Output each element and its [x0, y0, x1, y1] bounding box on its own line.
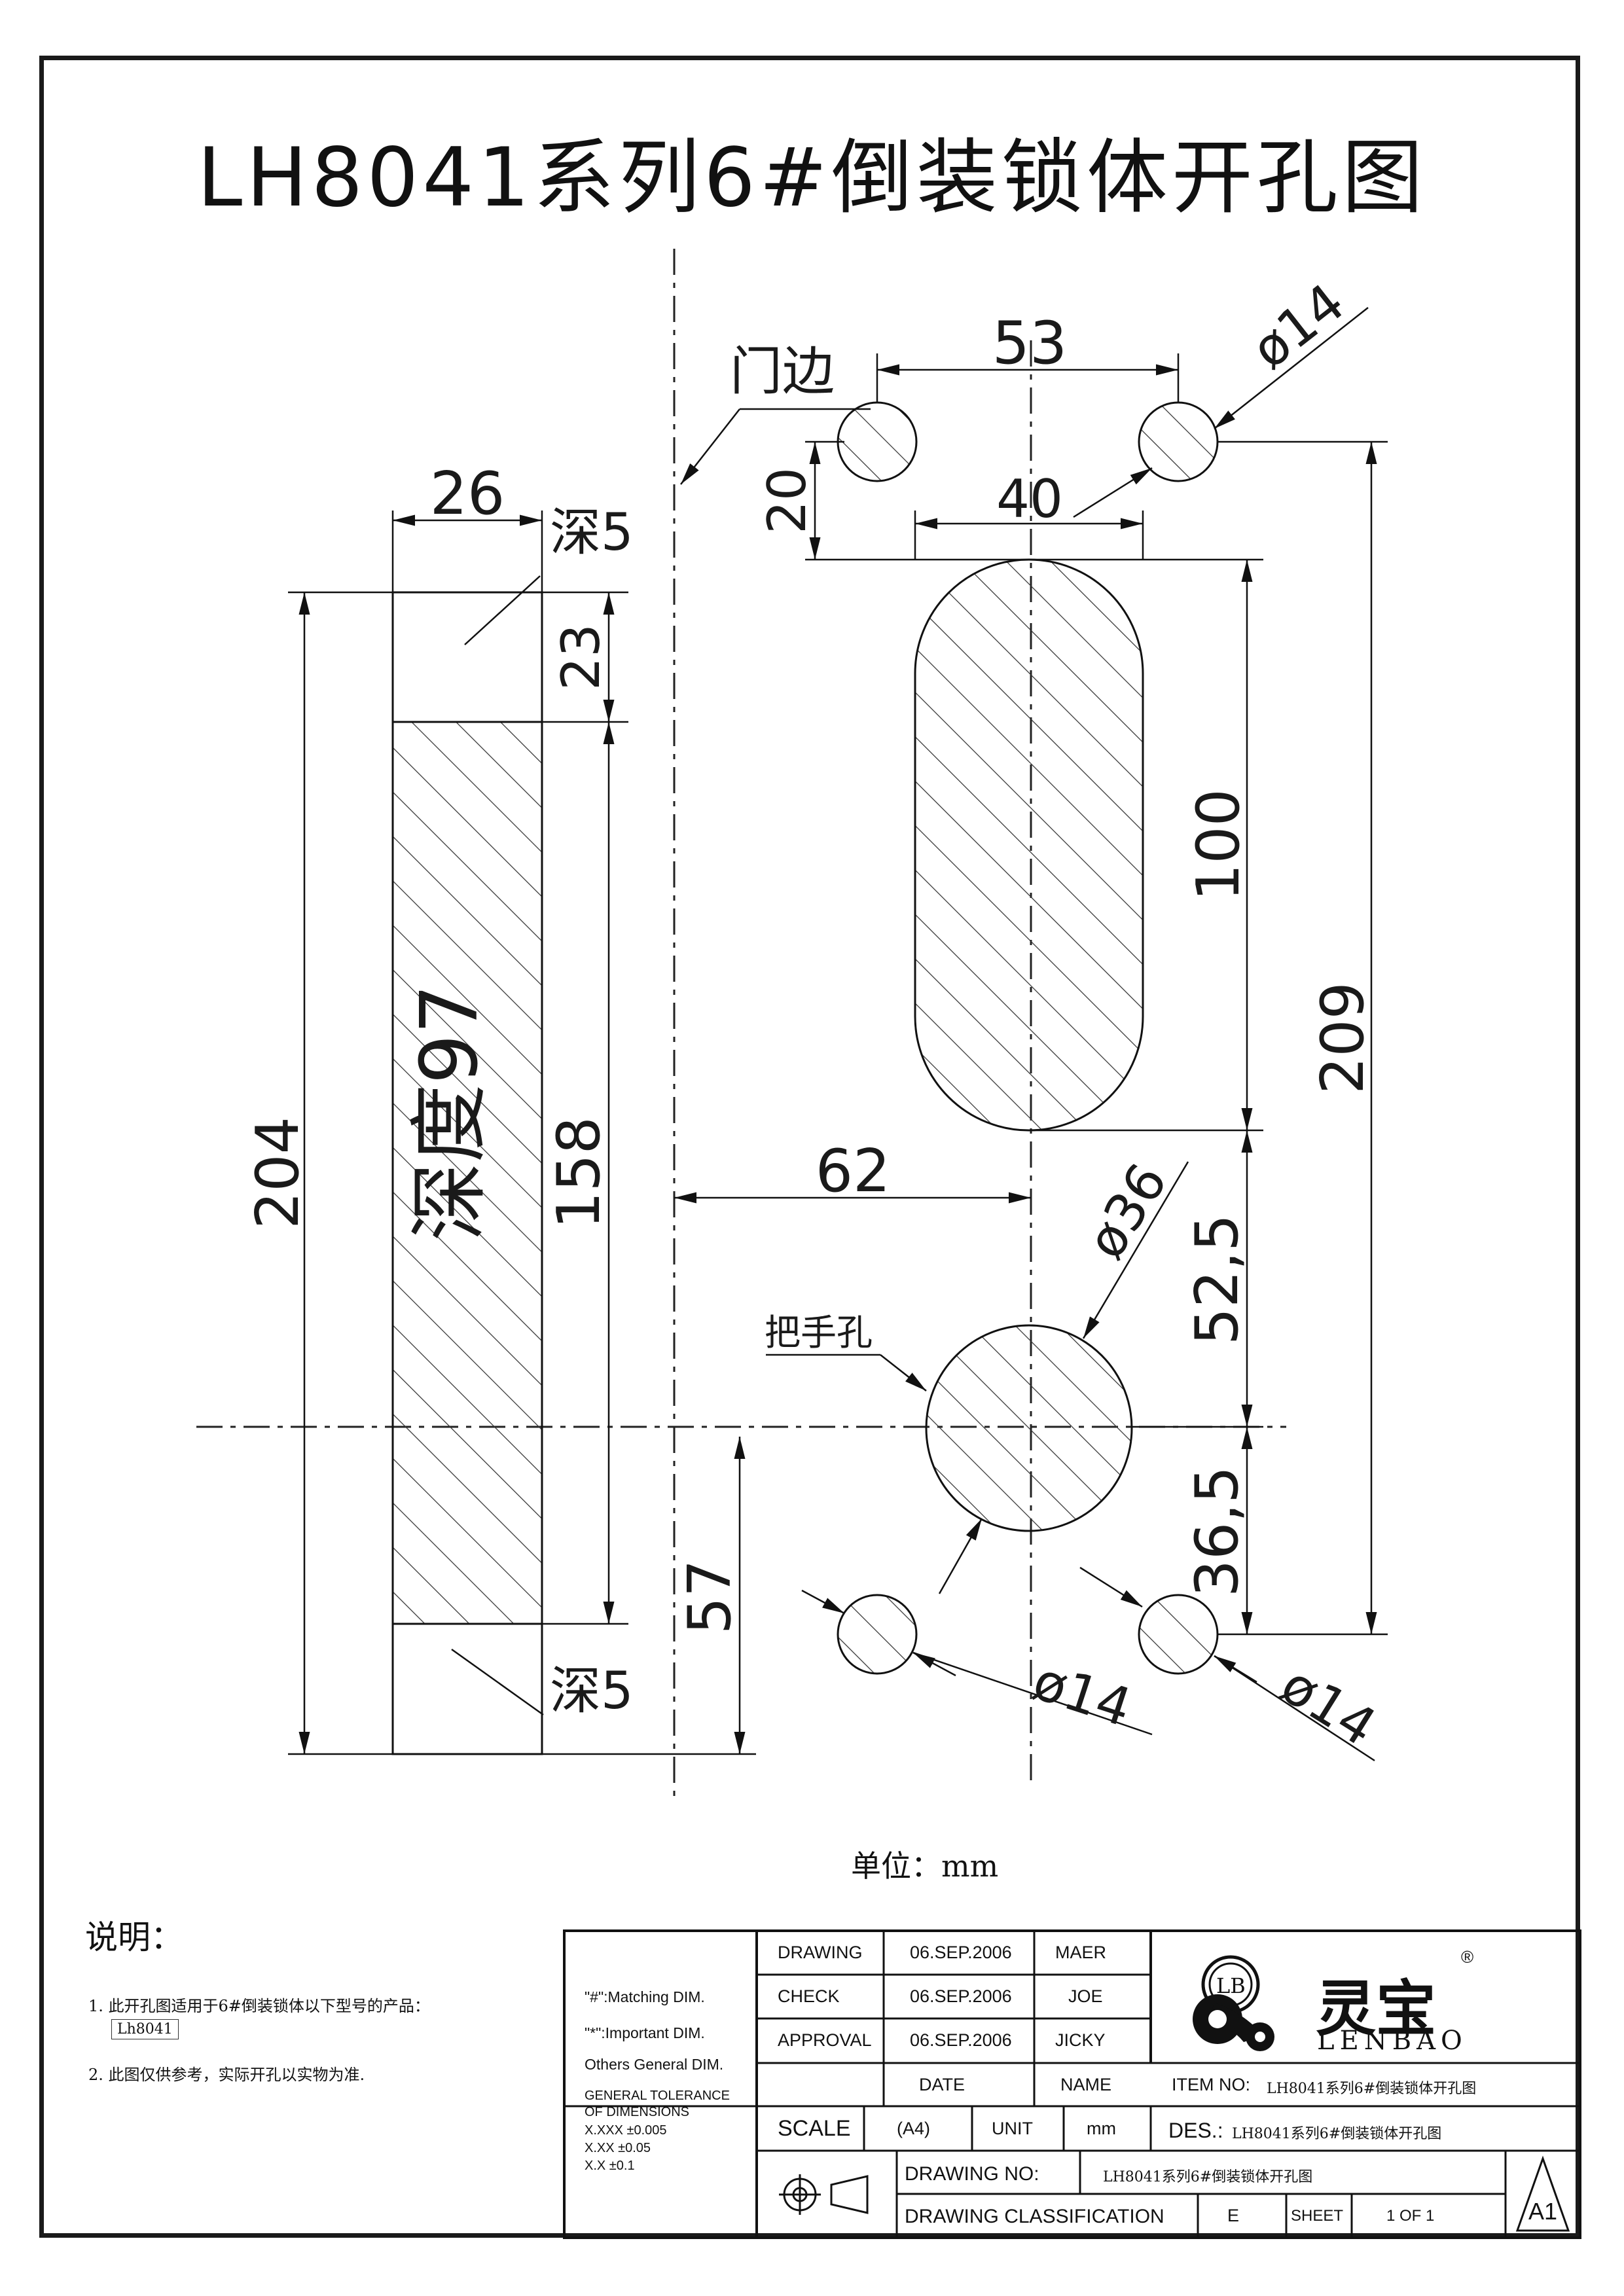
sheet-size-mark: A1 [1528, 2198, 1558, 2225]
row-check-name: JOE [1068, 1986, 1103, 2006]
dim-100: 100 [1184, 789, 1253, 901]
label-handle-hole: 把手孔 [765, 1312, 873, 1354]
dim-52-5: 52,5 [1183, 1214, 1252, 1345]
drawing-no-value: LH8041系列6#倒装锁体开孔图 [1103, 2169, 1313, 2185]
date-header: DATE [919, 2075, 965, 2094]
handle-hole [925, 1324, 1133, 1532]
screw-hole-bottom-right [1138, 1594, 1219, 1675]
tolerance-title-2: OF DIMENSIONS [585, 2105, 690, 2119]
screw-hole-bottom-left [837, 1594, 918, 1675]
row-approval-label: APPROVAL [778, 2030, 872, 2050]
row-approval-name: JICKY [1055, 2030, 1106, 2050]
label-door-edge: 门边 [730, 341, 835, 402]
drawing-no-label: DRAWING NO: [905, 2163, 1039, 2185]
annotation-labels: 门边 深5 深5 深度97 把手孔 [405, 341, 873, 1721]
dim-158: 158 [545, 1117, 613, 1229]
label-depth-bottom: 深5 [550, 1662, 634, 1721]
drawing-title: LH8041系列6#倒装锁体开孔图 [197, 131, 1427, 225]
mortise-pocket [391, 591, 543, 1755]
important-dim-note: "*":Important DIM. [585, 2024, 705, 2041]
note-item-1: 1. 此开孔图适用于6#倒装锁体以下型号的产品： [88, 1997, 430, 2015]
tolerance-title-1: GENERAL TOLERANCE [585, 2089, 730, 2103]
dim-204: 204 [244, 1117, 312, 1229]
dim-40: 40 [996, 469, 1063, 529]
unit-value: mm [1087, 2119, 1116, 2138]
row-approval-date: 06.SEP.2006 [910, 2030, 1012, 2050]
scale-label: SCALE [778, 2116, 851, 2141]
screw-holes [837, 401, 1219, 1675]
label-depth-top: 深5 [550, 503, 634, 562]
dim-62: 62 [816, 1137, 891, 1206]
row-drawing-name: MAER [1055, 1943, 1107, 1962]
row-drawing-label: DRAWING [778, 1943, 863, 1962]
label-depth-97: 深度97 [405, 984, 496, 1242]
tolerance-xx: X.XX ±0.05 [585, 2141, 651, 2155]
tolerance-x: X.X ±0.1 [585, 2159, 635, 2173]
matching-dim-note: "#":Matching DIM. [585, 1988, 705, 2005]
notes-title: 说明： [85, 1918, 183, 1956]
dimension-lines [298, 364, 1377, 1754]
unit-label: UNIT [992, 2119, 1033, 2138]
registered-mark: ® [1461, 1947, 1474, 1967]
dim-36-5: 36,5 [1183, 1466, 1252, 1597]
others-dim-note: Others General DIM. [585, 2056, 724, 2073]
tolerance-xxx: X.XXX ±0.005 [585, 2123, 667, 2138]
dim-57: 57 [676, 1560, 744, 1635]
sheet-value: 1 OF 1 [1386, 2207, 1435, 2225]
mortise-hatched-area [391, 721, 543, 1625]
note-item-2: 2. 此图仅供参考，实际开孔以实物为准. [88, 2066, 365, 2084]
classification-value: E [1227, 2206, 1240, 2225]
dim-23: 23 [550, 624, 611, 691]
logo-chinese-name: 灵宝 [1316, 1973, 1437, 2044]
row-check-label: CHECK [778, 1986, 840, 2006]
unit-note: 单位：mm [851, 1848, 999, 1884]
dim-53: 53 [992, 309, 1068, 378]
screw-hole-top-left [837, 401, 918, 482]
row-check-date: 06.SEP.2006 [910, 1986, 1012, 2006]
logo-english-name: LENBAO [1317, 2026, 1468, 2056]
logo-badge-text: LB [1216, 1973, 1246, 1998]
dim-dia36: ø36 [1075, 1153, 1179, 1269]
cylinder-slot [914, 558, 1144, 1132]
dim-209: 209 [1308, 982, 1377, 1094]
dim-26: 26 [430, 459, 505, 528]
dim-dia14-bottom-right: ø14 [1271, 1654, 1386, 1758]
dim-dia14-top: ø14 [1240, 272, 1356, 380]
des-label: DES.: [1168, 2119, 1223, 2142]
dim-dia14-bottom-left: ø14 [1026, 1650, 1138, 1738]
item-no-label: ITEM NO: [1172, 2075, 1250, 2094]
row-drawing-date: 06.SEP.2006 [910, 1943, 1012, 1962]
sheet-label: SHEET [1291, 2207, 1344, 2225]
des-value: LH8041系列6#倒装锁体开孔图 [1232, 2126, 1442, 2142]
leader-lines [451, 307, 1375, 1762]
item-no-value: LH8041系列6#倒装锁体开孔图 [1267, 2081, 1477, 2097]
classification-label: DRAWING CLASSIFICATION [905, 2206, 1164, 2227]
name-header: NAME [1060, 2075, 1112, 2094]
scale-value: (A4) [897, 2119, 931, 2138]
dim-20: 20 [757, 467, 818, 534]
note-model-box: Lh8041 [111, 2019, 179, 2039]
